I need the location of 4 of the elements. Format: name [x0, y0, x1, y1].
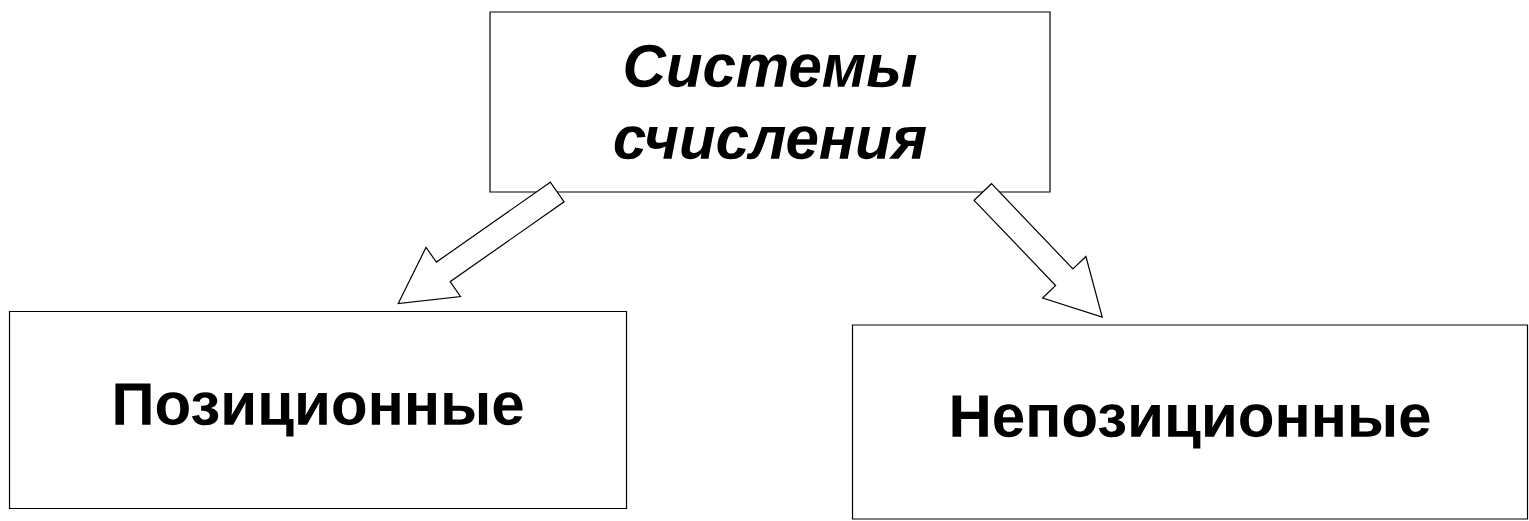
category-box: Позиционные — [8, 310, 628, 510]
category-box: Непозиционные — [851, 324, 1529, 520]
title-box: Системы счисления — [489, 11, 1051, 193]
block-arrow — [397, 181, 565, 305]
